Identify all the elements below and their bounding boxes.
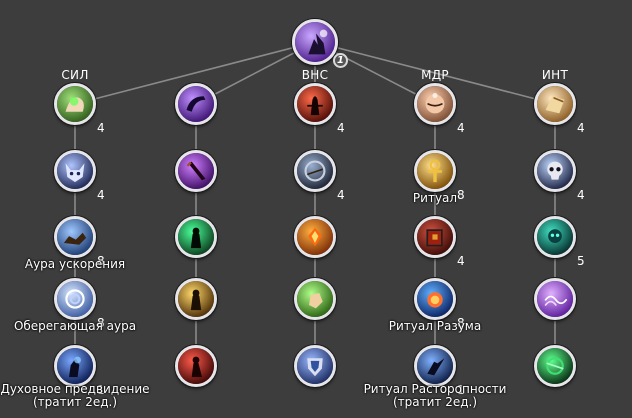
dagger-icon	[178, 153, 214, 189]
talent-label: Ритуал	[412, 191, 458, 205]
green-shadow-icon	[178, 219, 214, 255]
talent-rank: 8	[97, 254, 105, 268]
talent-rank: 4	[337, 121, 345, 135]
column-header: МДР	[421, 68, 449, 82]
spirit-foresight-icon	[57, 348, 93, 384]
talent-label: Аура ускорения	[24, 257, 126, 271]
root-talent-node[interactable]	[292, 19, 338, 65]
column-header: ВНС	[301, 68, 329, 82]
talent-label: Ритуал Разума	[388, 319, 482, 333]
talent-node[interactable]	[414, 150, 456, 192]
talent-node[interactable]	[54, 278, 96, 320]
talent-rank: 5	[577, 254, 585, 268]
talent-node[interactable]	[54, 216, 96, 258]
howling-wolf-icon	[295, 22, 335, 62]
talent-node[interactable]	[175, 216, 217, 258]
golden-shadow-icon	[178, 281, 214, 317]
silver-shield-icon	[297, 348, 333, 384]
talent-cost-note: (тратит 2ед.)	[32, 395, 118, 409]
mind-orb-icon	[417, 281, 453, 317]
talent-node[interactable]	[294, 150, 336, 192]
talent-node[interactable]	[534, 345, 576, 387]
talent-rank: 8	[457, 188, 465, 202]
purple-claw-icon	[178, 86, 214, 122]
talent-node[interactable]	[54, 345, 96, 387]
talent-node[interactable]	[175, 150, 217, 192]
wolf-head-icon	[57, 153, 93, 189]
ankh-icon	[417, 153, 453, 189]
talent-rank: 4	[97, 121, 105, 135]
talent-label: Оберегающая аура	[13, 319, 137, 333]
closed-eye-face-icon	[417, 86, 453, 122]
talent-node[interactable]	[175, 83, 217, 125]
talent-node[interactable]	[534, 150, 576, 192]
purple-wisps-icon	[537, 281, 573, 317]
running-beasts-icon	[57, 219, 93, 255]
talent-node[interactable]	[294, 278, 336, 320]
talent-node[interactable]	[175, 345, 217, 387]
talent-rank: 4	[337, 188, 345, 202]
shield-disc-icon	[297, 153, 333, 189]
column-header: ИНТ	[541, 68, 569, 82]
talent-node[interactable]	[534, 278, 576, 320]
root-link	[314, 41, 556, 105]
talent-node[interactable]	[54, 150, 96, 192]
talent-node[interactable]	[534, 216, 576, 258]
talent-label: Духовное предвидение	[0, 382, 150, 396]
green-hand-icon	[57, 86, 93, 122]
spellbook-icon	[417, 219, 453, 255]
talent-rank: 4	[97, 188, 105, 202]
red-warrior-icon	[297, 86, 333, 122]
talent-rank: 8	[457, 316, 465, 330]
talent-rank: 8	[97, 316, 105, 330]
column-header: СИЛ	[61, 68, 89, 82]
talent-rank: 1	[457, 383, 465, 397]
talent-node[interactable]	[175, 278, 217, 320]
root-rank-badge: 1	[333, 53, 348, 68]
green-fist-icon	[297, 281, 333, 317]
talent-node[interactable]	[414, 216, 456, 258]
talent-node[interactable]	[54, 83, 96, 125]
talent-node[interactable]	[534, 83, 576, 125]
talent-node[interactable]	[414, 345, 456, 387]
talent-rank: 4	[457, 121, 465, 135]
cyan-spirit-icon	[537, 219, 573, 255]
dexterity-figure-icon	[417, 348, 453, 384]
talent-rank: 4	[577, 188, 585, 202]
protective-swirl-icon	[57, 281, 93, 317]
green-vortex-icon	[537, 348, 573, 384]
fire-crystal-icon	[297, 219, 333, 255]
skull-icon	[537, 153, 573, 189]
scroll-hand-icon	[537, 86, 573, 122]
talent-label: Ритуал Расторопности	[363, 382, 507, 396]
talent-node[interactable]	[294, 83, 336, 125]
talent-rank: 1	[97, 383, 105, 397]
talent-node[interactable]	[414, 278, 456, 320]
talent-cost-note: (тратит 2ед.)	[392, 395, 478, 409]
talent-rank: 4	[457, 254, 465, 268]
talent-node[interactable]	[294, 345, 336, 387]
root-link	[74, 41, 316, 105]
talent-node[interactable]	[294, 216, 336, 258]
red-figure-icon	[178, 348, 214, 384]
talent-node[interactable]	[414, 83, 456, 125]
talent-rank: 4	[577, 121, 585, 135]
